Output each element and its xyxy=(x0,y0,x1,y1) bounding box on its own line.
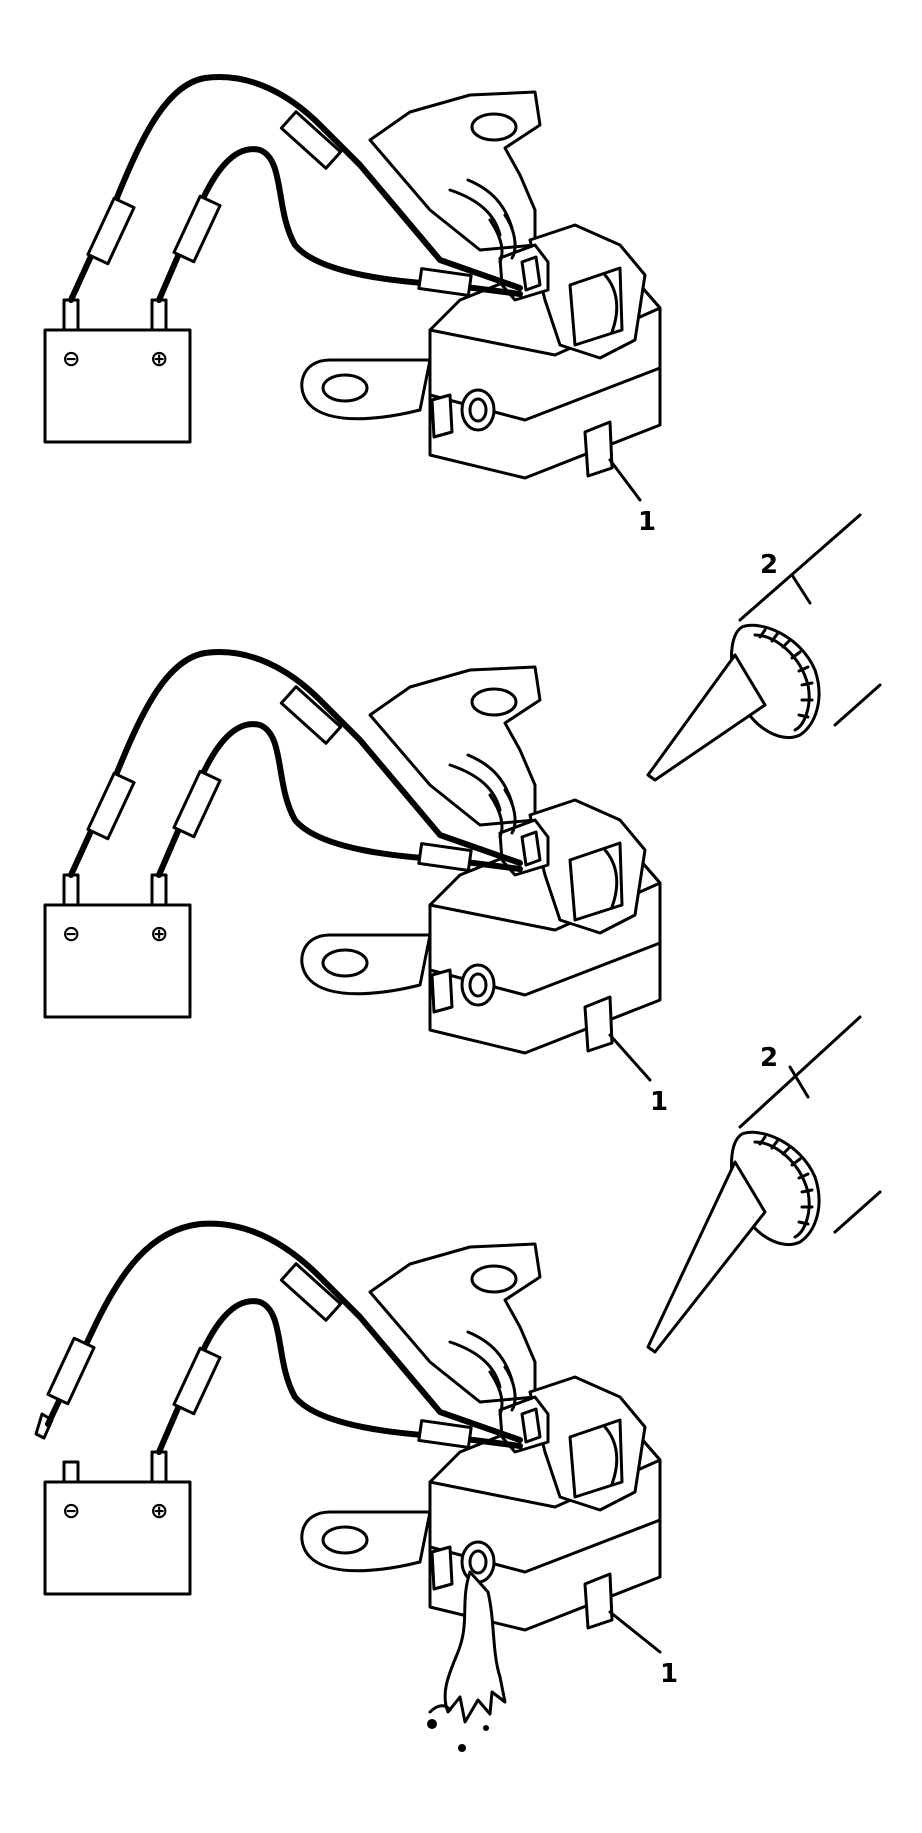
air-nozzle-tool xyxy=(646,513,882,782)
tool-callout-label: 2 xyxy=(760,1043,778,1073)
wire-connector xyxy=(417,1419,473,1449)
battery-positive-post xyxy=(150,873,168,907)
battery-positive-terminal-symbol: ⊕ xyxy=(150,922,168,947)
panel-3: ⊖ ⊕ 2 1 xyxy=(34,1015,882,1752)
wire-connector xyxy=(172,1346,222,1416)
battery-negative-terminal-symbol: ⊖ xyxy=(62,1499,80,1524)
tool-callout-label: 2 xyxy=(760,550,778,580)
unit-leader-line xyxy=(608,1033,652,1082)
panel-1: ⊖ ⊕ 1 xyxy=(43,74,662,537)
battery-positive-terminal-symbol: ⊕ xyxy=(150,1499,168,1524)
unit-leader-line xyxy=(608,1610,662,1654)
tool-leader-line xyxy=(790,573,812,605)
negative-lead-wire-disconnected xyxy=(45,1220,523,1443)
wire-connector xyxy=(279,685,343,745)
wire-connector xyxy=(86,771,136,841)
positive-lead-wire xyxy=(156,721,523,878)
battery-negative-post xyxy=(62,298,80,332)
panel-2: ⊖ ⊕ 2 1 xyxy=(43,513,882,1117)
positive-lead-wire xyxy=(156,1298,523,1455)
solenoid-unit xyxy=(300,1242,662,1632)
wire-connector xyxy=(279,110,343,170)
battery-positive-post xyxy=(150,298,168,332)
unit-callout-label: 1 xyxy=(638,507,656,537)
air-nozzle-tool xyxy=(646,1015,882,1354)
disconnected-lead-tip xyxy=(34,1412,54,1440)
solenoid-unit xyxy=(300,665,662,1055)
wire-connector xyxy=(279,1262,343,1322)
battery-negative-post xyxy=(62,1460,80,1484)
wire-connector xyxy=(86,196,136,266)
battery-negative-terminal-symbol: ⊖ xyxy=(62,922,80,947)
tool-leader-line xyxy=(788,1065,810,1099)
battery-positive-terminal-symbol: ⊕ xyxy=(150,347,168,372)
unit-leader-line xyxy=(608,458,642,502)
wire-connector xyxy=(46,1336,96,1406)
wire-connector xyxy=(417,267,473,297)
battery-positive-post xyxy=(150,1450,168,1484)
battery-negative-post xyxy=(62,873,80,907)
battery-negative-terminal-symbol: ⊖ xyxy=(62,347,80,372)
negative-lead-wire xyxy=(68,649,523,878)
solenoid-unit xyxy=(300,90,662,480)
unit-callout-label: 1 xyxy=(660,1659,678,1689)
negative-lead-wire xyxy=(68,74,523,303)
wire-connector xyxy=(172,194,222,264)
fluid-escape-splash xyxy=(427,1570,507,1752)
wire-connector xyxy=(417,842,473,872)
wire-connector xyxy=(172,769,222,839)
unit-callout-label: 1 xyxy=(650,1087,668,1117)
positive-lead-wire xyxy=(156,146,523,303)
